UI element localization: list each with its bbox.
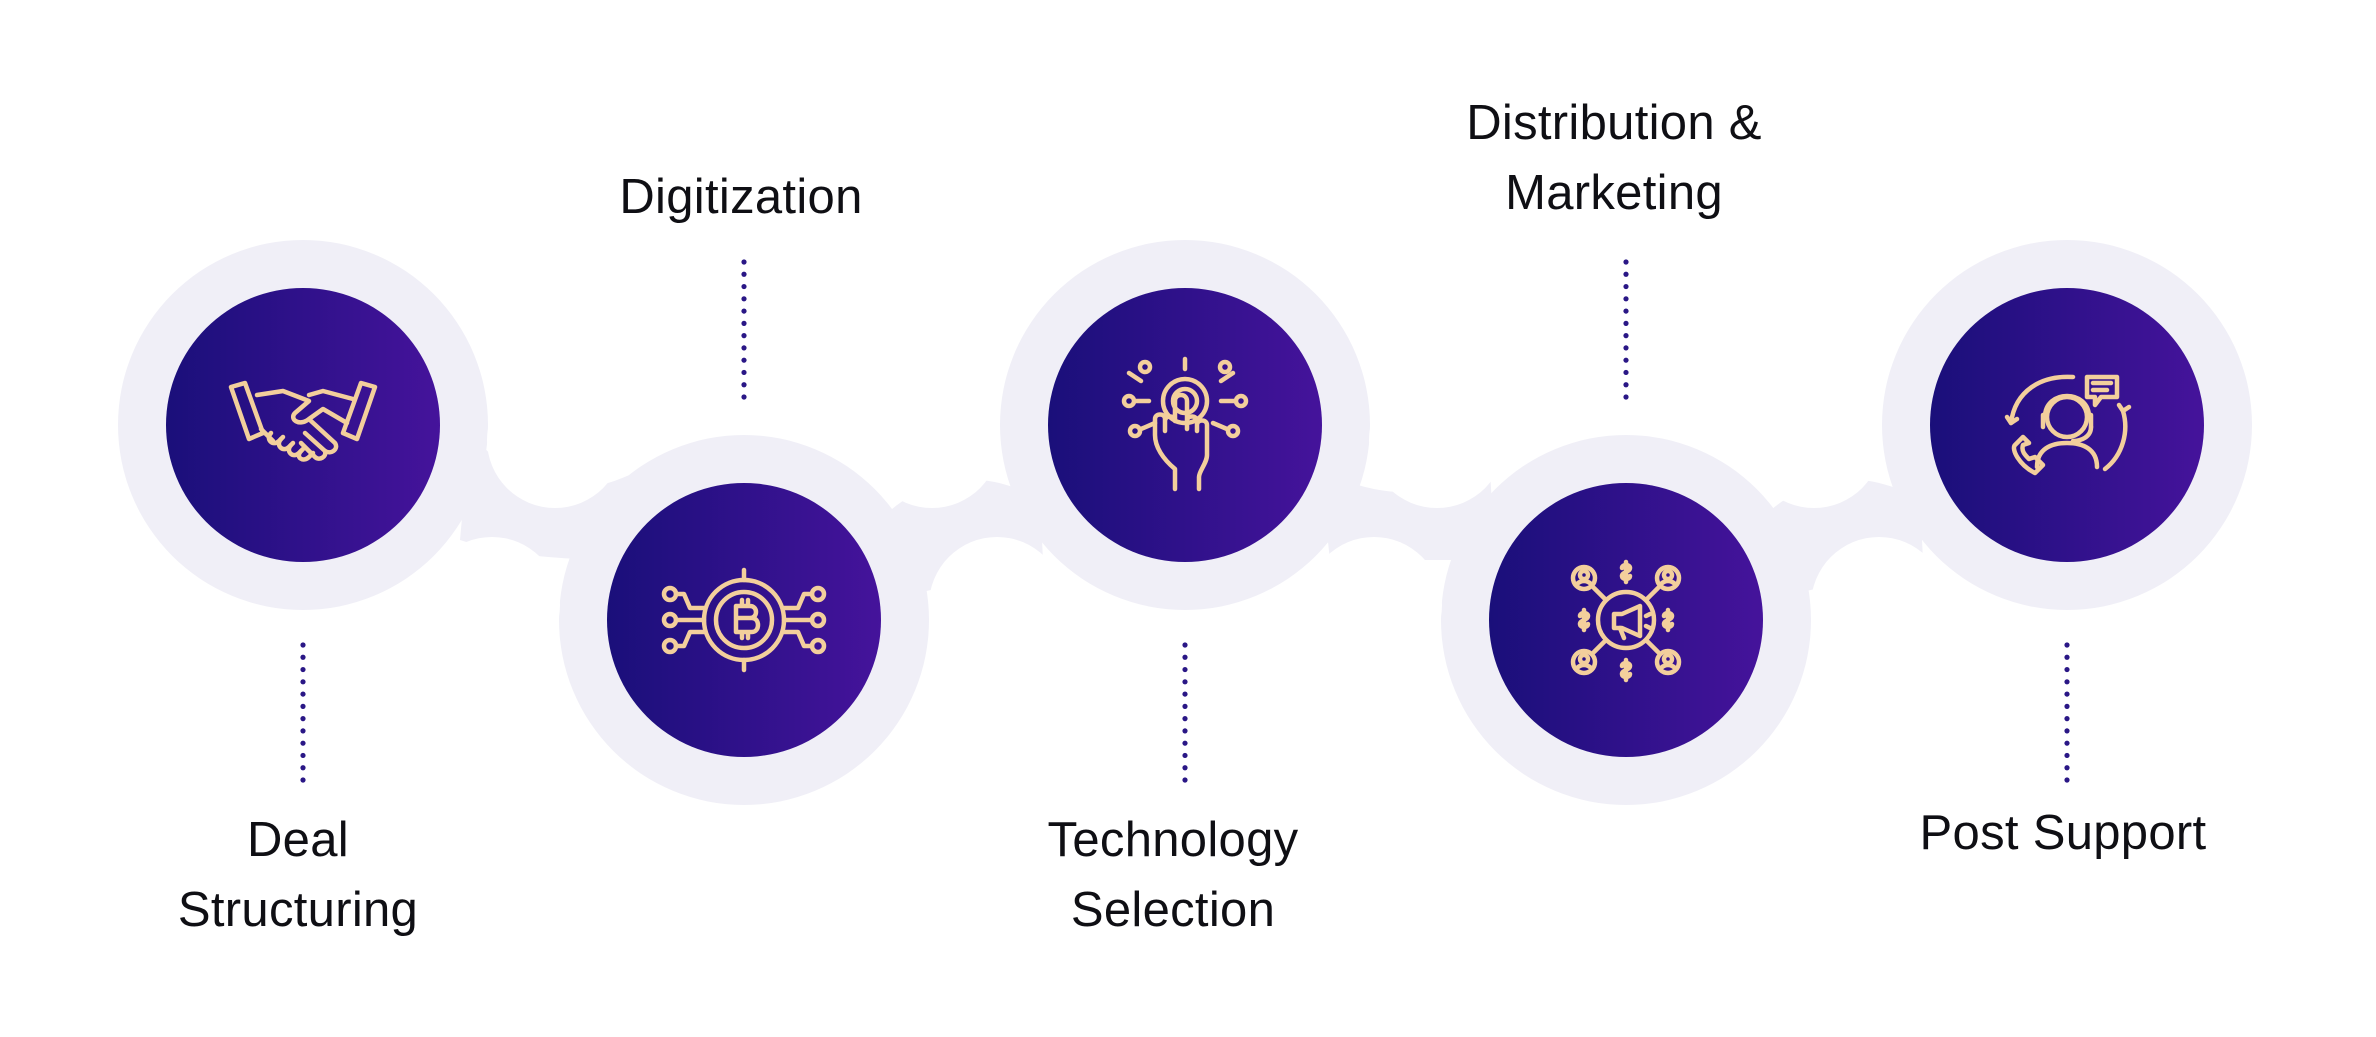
leader-dot-1 bbox=[300, 703, 306, 709]
step-label-5-line-1: Post Support bbox=[1919, 806, 2207, 860]
step-label-4-line-2: Marketing bbox=[1505, 166, 1723, 220]
leader-dot-2 bbox=[741, 259, 747, 265]
leader-dot-3 bbox=[1182, 703, 1188, 709]
leader-dot-4 bbox=[1623, 296, 1629, 302]
step-label-4-line-1: Distribution & bbox=[1466, 96, 1762, 150]
leader-dot-3 bbox=[1182, 765, 1188, 771]
leader-dot-4 bbox=[1623, 259, 1629, 265]
leader-dot-3 bbox=[1182, 777, 1188, 783]
step-circle-4 bbox=[1489, 483, 1763, 757]
step-label-3: Technology Selection bbox=[1048, 805, 1299, 945]
leader-dot-1 bbox=[300, 765, 306, 771]
customer-support-icon bbox=[2004, 374, 2132, 476]
touch-tech-icon bbox=[1121, 356, 1249, 492]
leader-dot-1 bbox=[300, 728, 306, 734]
step-label-3-line-2: Selection bbox=[1070, 883, 1276, 937]
leader-dot-3 bbox=[1182, 679, 1188, 685]
leader-dot-2 bbox=[741, 283, 747, 290]
leader-dot-2 bbox=[741, 320, 747, 326]
leader-dot-2 bbox=[741, 382, 747, 388]
leader-dot-3 bbox=[1182, 654, 1188, 660]
leader-dot-3 bbox=[1182, 691, 1188, 697]
leader-dot-1 bbox=[300, 691, 306, 697]
leader-dot-4 bbox=[1623, 333, 1629, 339]
step-circle-5 bbox=[1930, 288, 2204, 562]
leader-dot-1 bbox=[300, 777, 306, 783]
leader-dot-5 bbox=[2064, 765, 2070, 771]
leader-dot-2 bbox=[741, 394, 747, 400]
step-circle-1 bbox=[166, 288, 440, 562]
leader-dot-1 bbox=[300, 740, 306, 746]
leader-dot-5 bbox=[2064, 654, 2070, 660]
leader-dot-4 bbox=[1623, 308, 1629, 314]
leader-dot-2 bbox=[741, 296, 747, 302]
leader-dot-1 bbox=[300, 679, 306, 685]
step-label-1-line-1: Deal bbox=[247, 813, 349, 867]
leader-dot-2 bbox=[741, 357, 747, 363]
leader-dot-3 bbox=[1182, 666, 1188, 673]
cutout-top-1 bbox=[487, 372, 623, 508]
step-label-3-line-1: Technology bbox=[1047, 813, 1299, 867]
handshake-icon bbox=[228, 380, 378, 462]
leader-dot-5 bbox=[2064, 740, 2070, 746]
leader-dot-5 bbox=[2064, 728, 2070, 734]
leader-dot-4 bbox=[1623, 357, 1629, 363]
cutout-bottom-1 bbox=[424, 537, 560, 673]
leader-dot-1 bbox=[300, 716, 306, 722]
leader-dot-5 bbox=[2064, 716, 2070, 722]
leader-dot-1 bbox=[300, 654, 306, 660]
leader-dot-2 bbox=[741, 369, 747, 376]
leader-dot-2 bbox=[741, 333, 747, 339]
leader-dot-5 bbox=[2064, 752, 2070, 759]
leader-dot-2 bbox=[741, 308, 747, 314]
bitcoin-network-icon bbox=[661, 567, 827, 673]
cutout-bottom-2 bbox=[929, 537, 1065, 673]
leader-dot-4 bbox=[1623, 271, 1629, 277]
dotted-leaders bbox=[300, 259, 2070, 783]
megaphone-network-icon bbox=[1570, 559, 1682, 683]
leader-dot-3 bbox=[1182, 716, 1188, 722]
leader-dot-5 bbox=[2064, 666, 2070, 673]
step-label-2: Digitization bbox=[619, 162, 862, 232]
leader-dot-4 bbox=[1623, 283, 1629, 290]
leader-dot-1 bbox=[300, 752, 306, 759]
cutout-bottom-4 bbox=[1811, 537, 1947, 673]
leader-dot-4 bbox=[1623, 320, 1629, 326]
leader-dot-3 bbox=[1182, 728, 1188, 734]
leader-dot-4 bbox=[1623, 345, 1629, 351]
leader-dot-4 bbox=[1623, 369, 1629, 376]
step-circles bbox=[166, 288, 2204, 757]
leader-dot-5 bbox=[2064, 679, 2070, 685]
step-label-1: Deal Structuring bbox=[178, 805, 418, 945]
leader-dot-2 bbox=[741, 271, 747, 277]
cutout-top-3 bbox=[1369, 372, 1505, 508]
track-cutouts bbox=[424, 372, 1947, 673]
step-label-5: Post Support bbox=[1920, 798, 2207, 868]
cutout-top-2 bbox=[864, 372, 1000, 508]
cutout-top-4 bbox=[1746, 372, 1882, 508]
leader-dot-1 bbox=[300, 642, 306, 648]
leader-dot-4 bbox=[1623, 394, 1629, 400]
leader-dot-5 bbox=[2064, 691, 2070, 697]
leader-dot-4 bbox=[1623, 382, 1629, 388]
leader-dot-3 bbox=[1182, 642, 1188, 648]
step-label-2-line-1: Digitization bbox=[619, 170, 863, 224]
leader-dot-5 bbox=[2064, 703, 2070, 709]
step-label-4: Distribution & Marketing bbox=[1466, 88, 1762, 228]
leader-dot-5 bbox=[2064, 642, 2070, 648]
leader-dot-3 bbox=[1182, 752, 1188, 759]
leader-dot-1 bbox=[300, 666, 306, 673]
leader-dot-5 bbox=[2064, 777, 2070, 783]
leader-dot-3 bbox=[1182, 740, 1188, 746]
cutout-bottom-3 bbox=[1306, 537, 1442, 673]
step-label-1-line-2: Structuring bbox=[177, 883, 419, 937]
leader-dot-2 bbox=[741, 345, 747, 351]
